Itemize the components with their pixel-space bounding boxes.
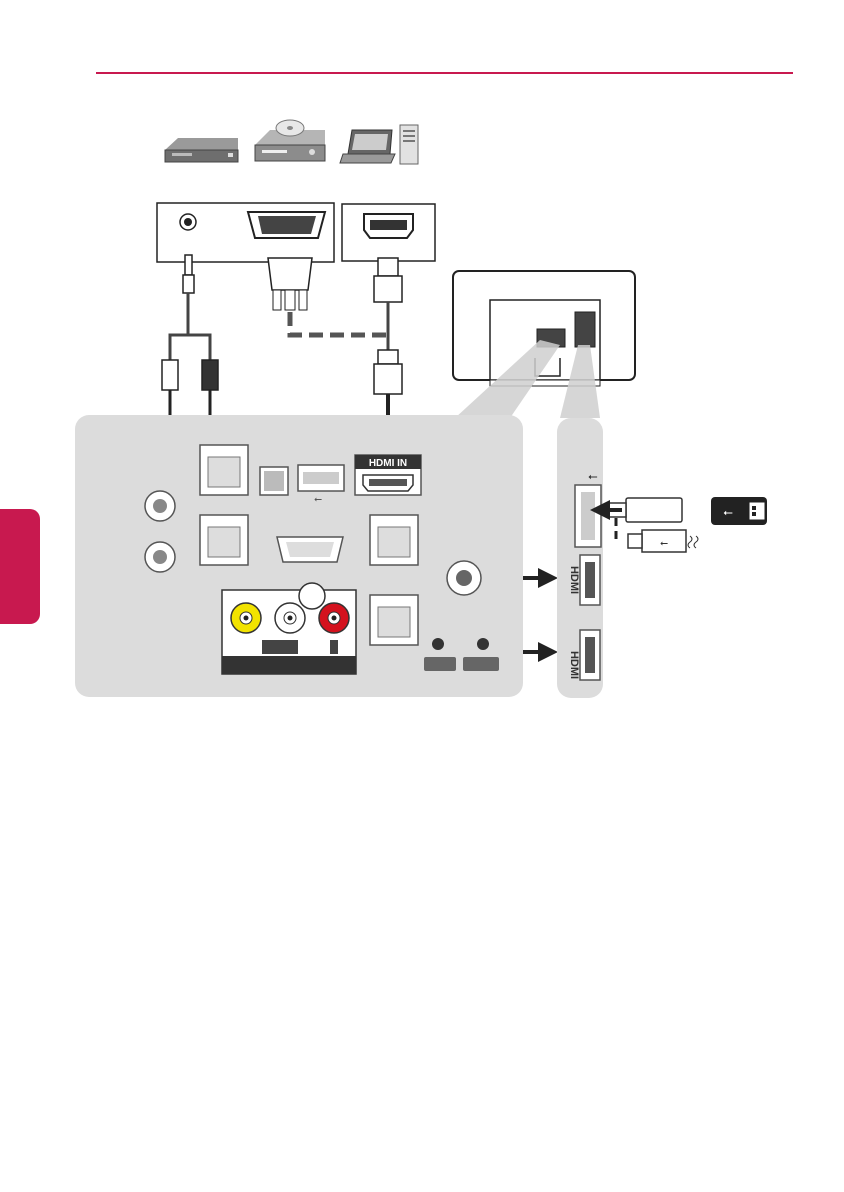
usb-hdd-icon: ⭠ bbox=[711, 497, 767, 525]
pc-icon bbox=[340, 125, 418, 164]
usb-cable-plug: ⭠ bbox=[616, 518, 698, 552]
hdmi-in-label: HDMI IN bbox=[369, 458, 407, 469]
side-hdmi-1-label: HDMI bbox=[568, 566, 580, 594]
usb-icon: ⭠ bbox=[314, 494, 322, 505]
pc-audio-dvi-port-box bbox=[157, 203, 334, 262]
dvi-cable-connector bbox=[268, 258, 388, 335]
tv-back-icon bbox=[453, 271, 635, 386]
set-top-box-icon bbox=[165, 138, 238, 162]
usb-icon: ⭠ bbox=[660, 538, 668, 549]
usb-icon: ⭠ bbox=[588, 469, 598, 483]
side-hdmi-2-label: HDMI bbox=[568, 651, 580, 679]
usb-flash-drive bbox=[600, 498, 682, 522]
side-port-panel: ⭠ HDMI HDMI bbox=[557, 418, 603, 698]
hdmi-source-port-box bbox=[342, 204, 435, 261]
dvd-player-icon bbox=[255, 120, 325, 161]
av-in-port-block bbox=[222, 583, 356, 674]
usb-icon: ⭠ bbox=[723, 505, 733, 519]
